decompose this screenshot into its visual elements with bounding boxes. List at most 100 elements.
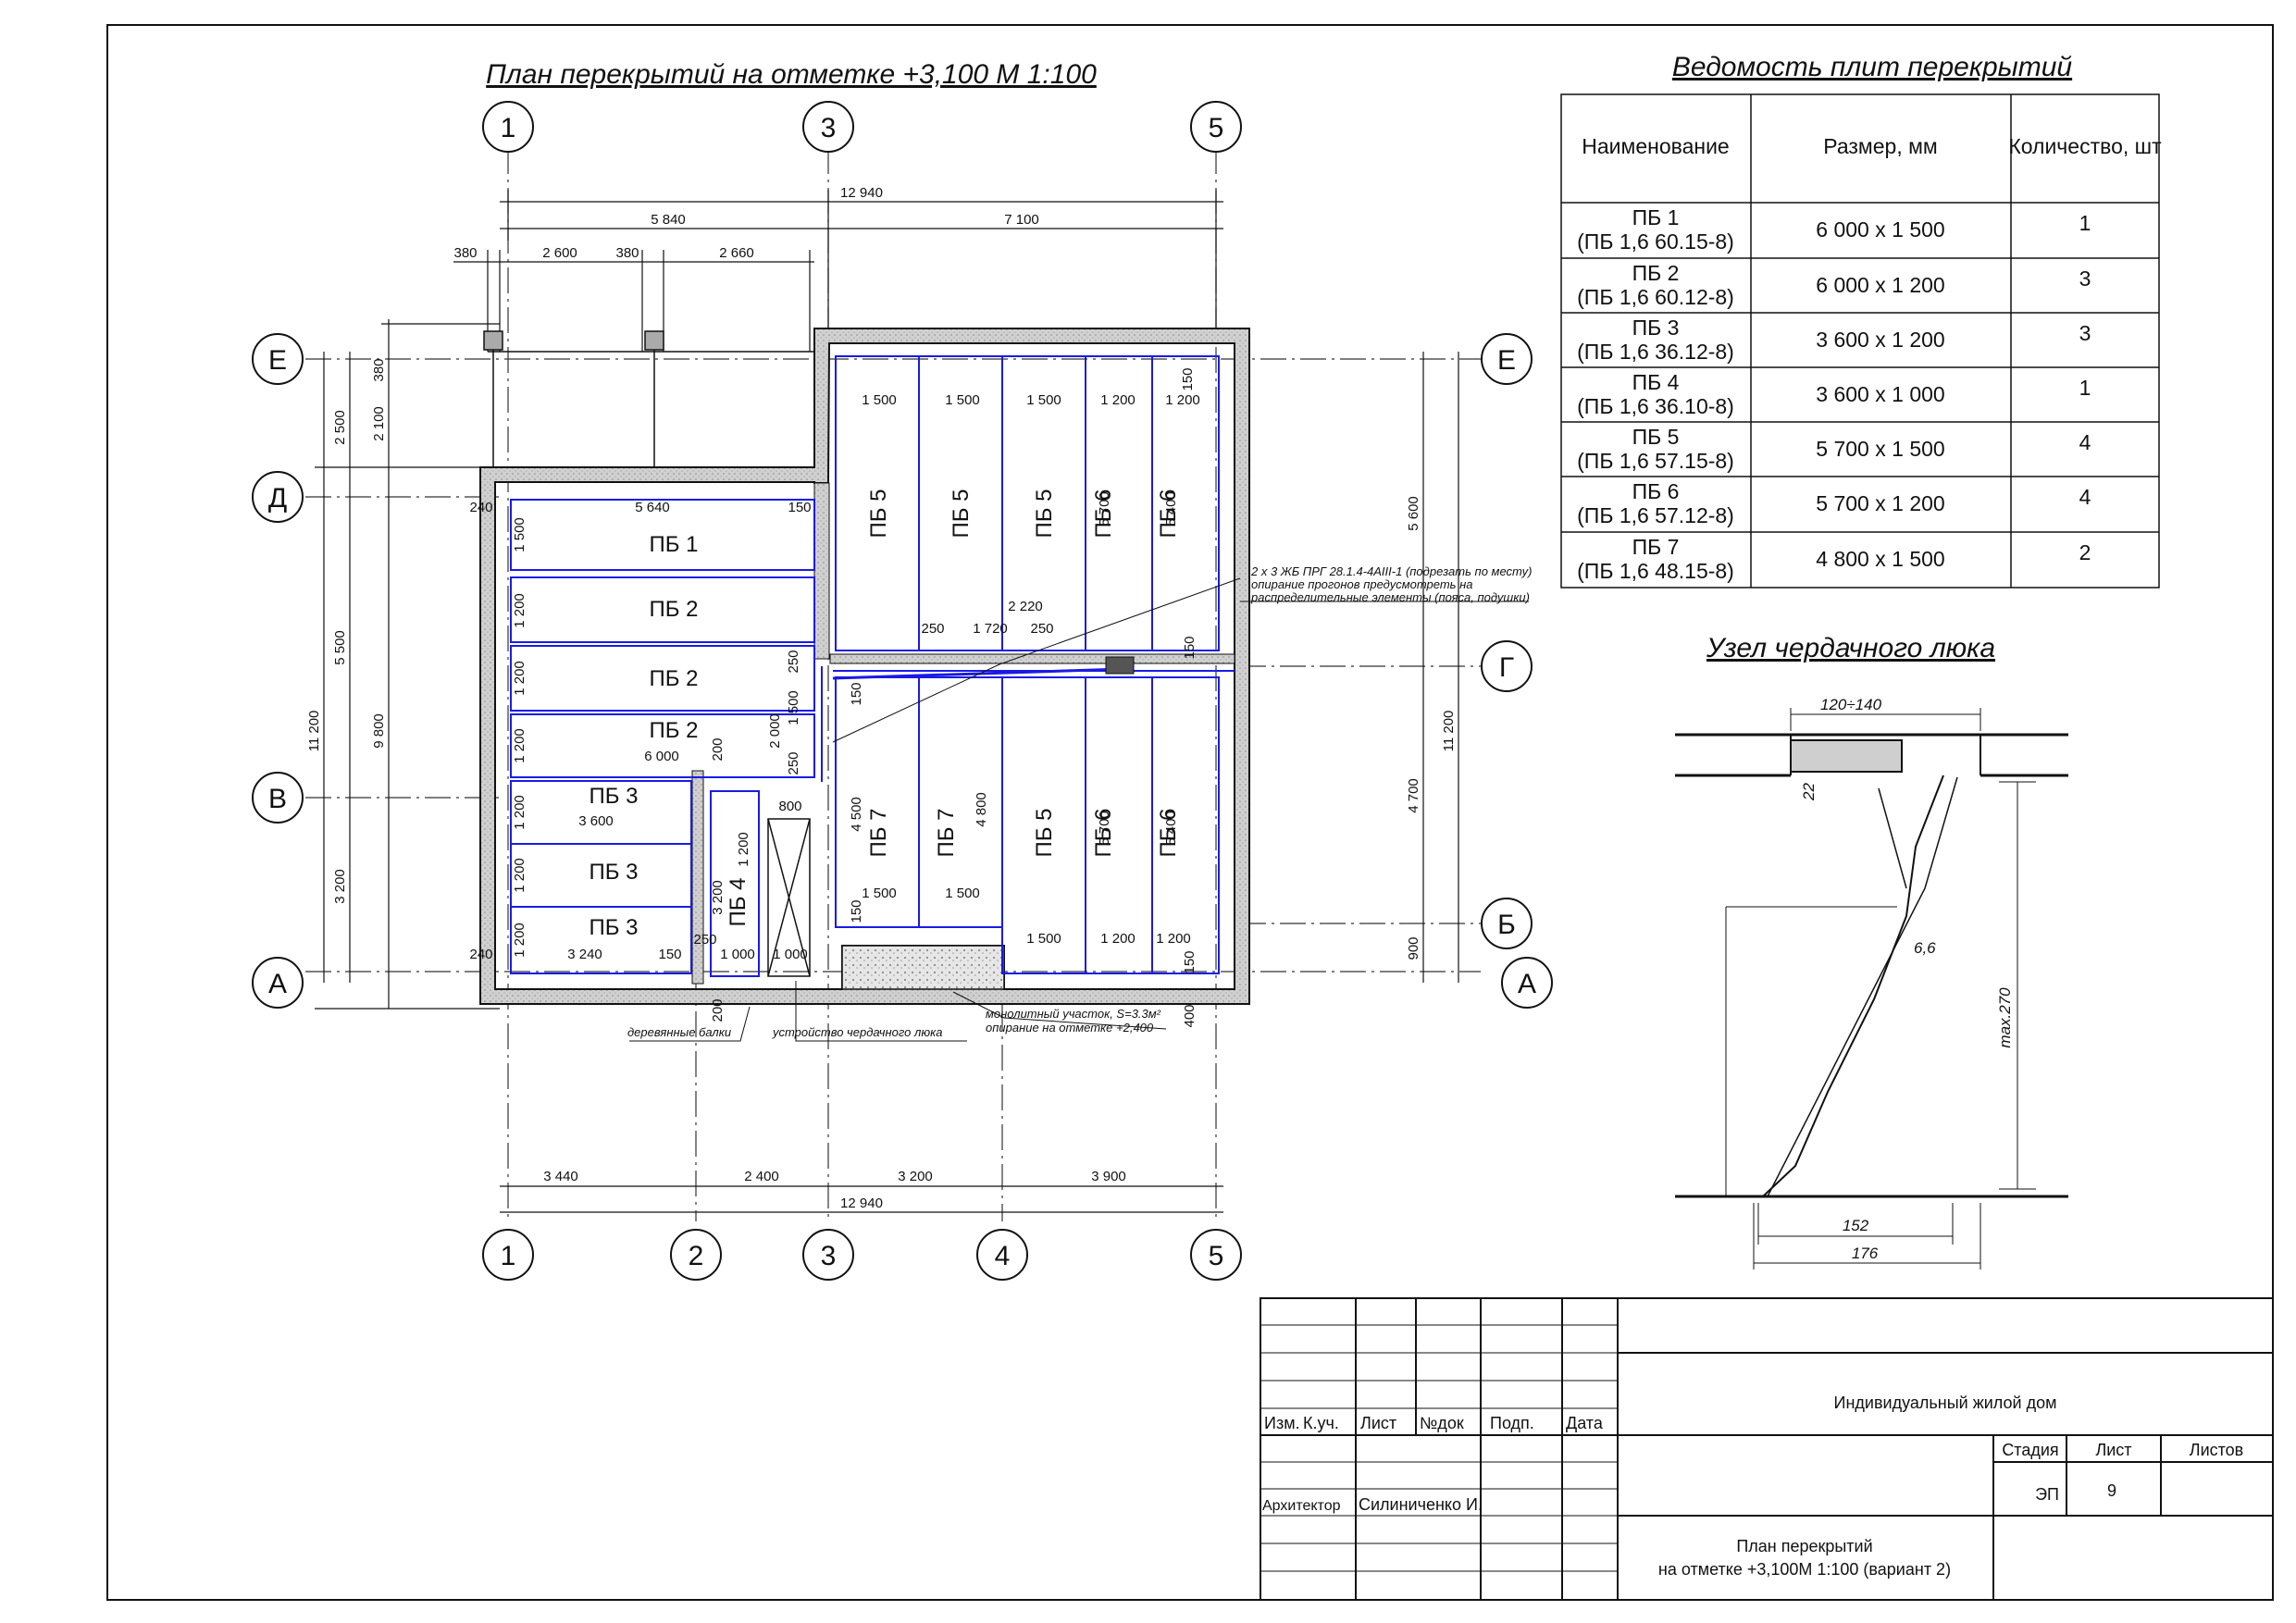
axis-bottom-5: 5: [1209, 1241, 1224, 1271]
interior-wall-core: [813, 482, 830, 660]
detail-title: Узел чердачного люка: [1706, 633, 1995, 663]
note-purlin-2: опирание прогонов предусмотреть на: [1251, 577, 1473, 591]
tb-hdr-list: Лист: [1360, 1414, 1396, 1432]
dim-top-380a: 380: [453, 245, 477, 261]
dim-left-3200: 3 200: [332, 869, 348, 904]
inner-dim: 200: [710, 998, 726, 1022]
slab-pb3-a: ПБ 3: [589, 784, 638, 809]
slab-pb3-c: ПБ 3: [589, 915, 638, 940]
detail-dim-height: max.270: [1996, 987, 2014, 1048]
dim-right-overall: 11 200: [1441, 711, 1457, 752]
schedule-row-qty: 2: [2079, 540, 2091, 564]
slab-pb2-b: ПБ 2: [649, 666, 698, 691]
axis-top-1: 1: [501, 113, 516, 143]
detail-dim-176: 176: [1852, 1245, 1879, 1262]
floor-plan: План перекрытий на отметке +3,100 М 1:10…: [252, 59, 1553, 1281]
interior-wall-stair: [691, 770, 704, 985]
dim-left-380: 380: [371, 358, 387, 381]
inner-dim: 5 400: [1163, 811, 1179, 846]
detail-dim-thk: 22: [1800, 783, 1818, 801]
schedule-row-qty: 4: [2079, 430, 2091, 454]
schedule-title: Ведомость плит перекрытий: [1672, 52, 2073, 82]
schedule-header-qty: Количество, шт: [2008, 134, 2162, 158]
tb-role: Архитектор: [1262, 1498, 1341, 1514]
schedule-row-code: (ПБ 1,6 60.15-8): [1577, 229, 1734, 254]
slab-pb2-a: ПБ 2: [649, 597, 698, 622]
inner-dim: 1 200: [1100, 931, 1136, 947]
schedule-row-name: ПБ 3: [1632, 316, 1680, 340]
dim-bottom-3440: 3 440: [543, 1169, 578, 1184]
slab-pb3-b: ПБ 3: [589, 860, 638, 885]
schedule-header-name: Наименование: [1582, 134, 1729, 158]
inner-dim: 800: [778, 799, 801, 814]
inner-dim: 1 500: [862, 886, 897, 901]
tb-hdr-data: Дата: [1566, 1414, 1604, 1432]
slab-pb2-c: ПБ 2: [649, 718, 698, 743]
schedule-header-size: Размер, мм: [1823, 134, 1937, 158]
dim-bottom-2400: 2 400: [744, 1169, 779, 1184]
note-purlin-3: распределительные элементы (пояса, подуш…: [1250, 590, 1530, 604]
inner-dim: 5 700: [1097, 491, 1112, 527]
inner-dim: 1 200: [736, 832, 751, 867]
inner-dim: 150: [1182, 950, 1198, 973]
slab-pb5-a: ПБ 5: [866, 489, 891, 538]
interior-wall-mid: [829, 653, 1235, 664]
schedule-row-code: (ПБ 1,6 36.10-8): [1577, 394, 1734, 418]
dim-right-5600: 5 600: [1406, 496, 1421, 531]
axis-right-E: Е: [1497, 345, 1516, 376]
detail-dim-opening: 120÷140: [1820, 696, 1882, 713]
slab-pb5-c: ПБ 5: [1032, 489, 1057, 538]
dim-right-4700: 4 700: [1406, 778, 1421, 813]
dim-left-2100: 2 100: [371, 406, 387, 441]
inner-dim: 1 500: [512, 517, 527, 552]
attic-hatch-symbol: [767, 818, 811, 977]
schedule-row-size: 5 700 х 1 500: [1816, 437, 1944, 461]
slab-schedule: Ведомость плит перекрытий Наименование Р…: [1560, 52, 2162, 588]
inner-dim: 250: [786, 650, 801, 673]
inner-dim: 1 500: [786, 690, 801, 725]
inner-dim: 1 500: [945, 886, 980, 901]
inner-dim: 4 500: [849, 797, 864, 832]
inner-dim: 250: [693, 932, 716, 948]
inner-dim: 3 600: [578, 813, 614, 829]
monolithic-area: [841, 945, 1005, 990]
dim-right-900: 900: [1406, 936, 1421, 960]
note-attic-hatch: устройство чердачного люка: [772, 1025, 942, 1039]
schedule-row-code: (ПБ 1,6 36.12-8): [1577, 340, 1734, 364]
tb-stage-hdr: Стадия: [2002, 1441, 2058, 1459]
note-monolithic-1: монолитный участок, S=3.3м²: [986, 1007, 1161, 1021]
axis-bottom-2: 2: [689, 1241, 704, 1271]
schedule-row-qty: 1: [2079, 211, 2091, 235]
schedule-row-qty: 4: [2079, 485, 2091, 509]
inner-dim: 2 000: [767, 713, 783, 749]
schedule-row-code: (ПБ 1,6 48.15-8): [1577, 559, 1734, 583]
schedule-row-size: 5 700 х 1 200: [1816, 491, 1944, 515]
axis-left-A: А: [268, 969, 287, 999]
slab-pb7-b: ПБ 7: [934, 808, 959, 857]
inner-dim: 150: [849, 899, 864, 923]
slab-pb1: ПБ 1: [649, 532, 698, 557]
schedule-row-name: ПБ 4: [1632, 370, 1680, 394]
inner-dim: 1 500: [945, 392, 980, 408]
slab-pb5-b: ПБ 5: [949, 489, 974, 538]
axis-top-3: 3: [821, 113, 837, 143]
inner-dim: 1 500: [1026, 931, 1061, 947]
inner-dim: 150: [1182, 636, 1198, 659]
dim-top-7100: 7 100: [1004, 212, 1039, 228]
inner-dim: 240: [469, 947, 492, 962]
axis-left-D: Д: [268, 483, 287, 514]
schedule-row-qty: 3: [2079, 266, 2091, 291]
schedule-row-name: ПБ 5: [1632, 425, 1680, 449]
slab-pb6-a: ПБ 6: [1091, 489, 1116, 538]
inner-dim: 6 000: [644, 749, 679, 764]
tb-hdr-kuch: К.уч.: [1303, 1414, 1339, 1432]
dim-bottom-3900: 3 900: [1091, 1169, 1126, 1184]
dim-top-380b: 380: [615, 245, 639, 261]
porch-canopy: [483, 330, 814, 481]
inner-dim: 1 200: [512, 795, 527, 830]
axis-right-A: А: [1518, 969, 1536, 999]
inner-dim: 2 220: [1008, 599, 1043, 614]
dim-left-2500: 2 500: [332, 410, 348, 445]
schedule-row-name: ПБ 7: [1632, 535, 1680, 559]
